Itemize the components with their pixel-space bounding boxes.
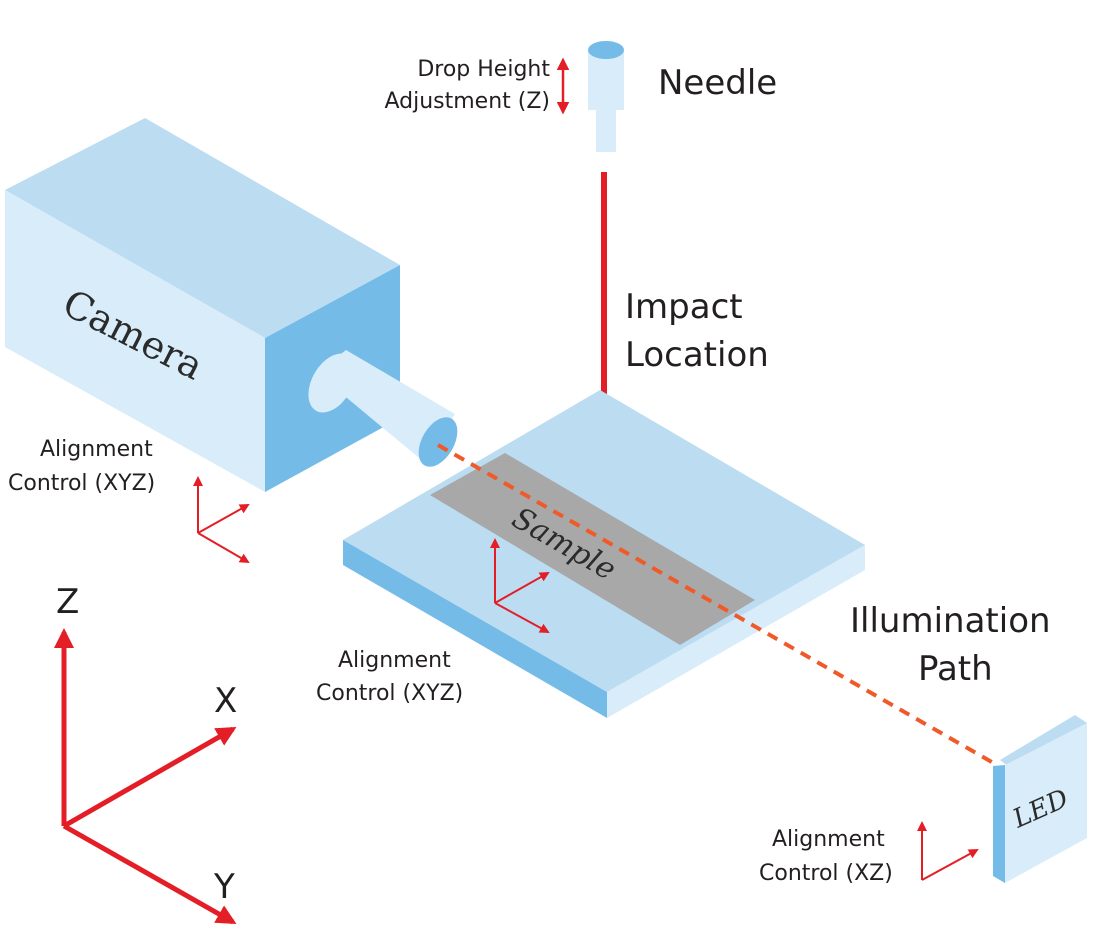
led-alignment-label-1: Alignment [772,827,885,852]
axis-triad-icon [54,628,237,925]
illumination-label-2: Path [918,649,993,689]
needle-icon [588,41,624,152]
illumination-path [437,443,998,767]
camera-alignment-label-2: Control (XYZ) [8,471,155,496]
camera-icon [5,118,458,492]
illumination-label-1: Illumination [850,601,1051,641]
stage-alignment-arrows [490,538,550,633]
drop-height-label-2: Adjustment (Z) [384,89,550,114]
led-alignment-label-2: Control (XZ) [759,861,893,886]
impact-label-2: Location [625,335,769,375]
axis-y-label: Y [213,867,235,907]
drop-height-label-1: Drop Height [417,57,550,82]
camera-alignment-arrows [193,476,250,564]
axis-z-label: Z [56,582,79,622]
sample-strip [430,453,755,645]
needle-label: Needle [658,63,777,103]
axis-x-label: X [214,681,237,721]
camera-alignment-label-1: Alignment [40,437,153,462]
stage-alignment-label-2: Control (XYZ) [316,681,463,706]
impact-label-1: Impact [625,287,743,327]
led-alignment-arrows [917,821,979,881]
led-icon [993,715,1087,883]
stage-alignment-label-1: Alignment [338,648,451,673]
